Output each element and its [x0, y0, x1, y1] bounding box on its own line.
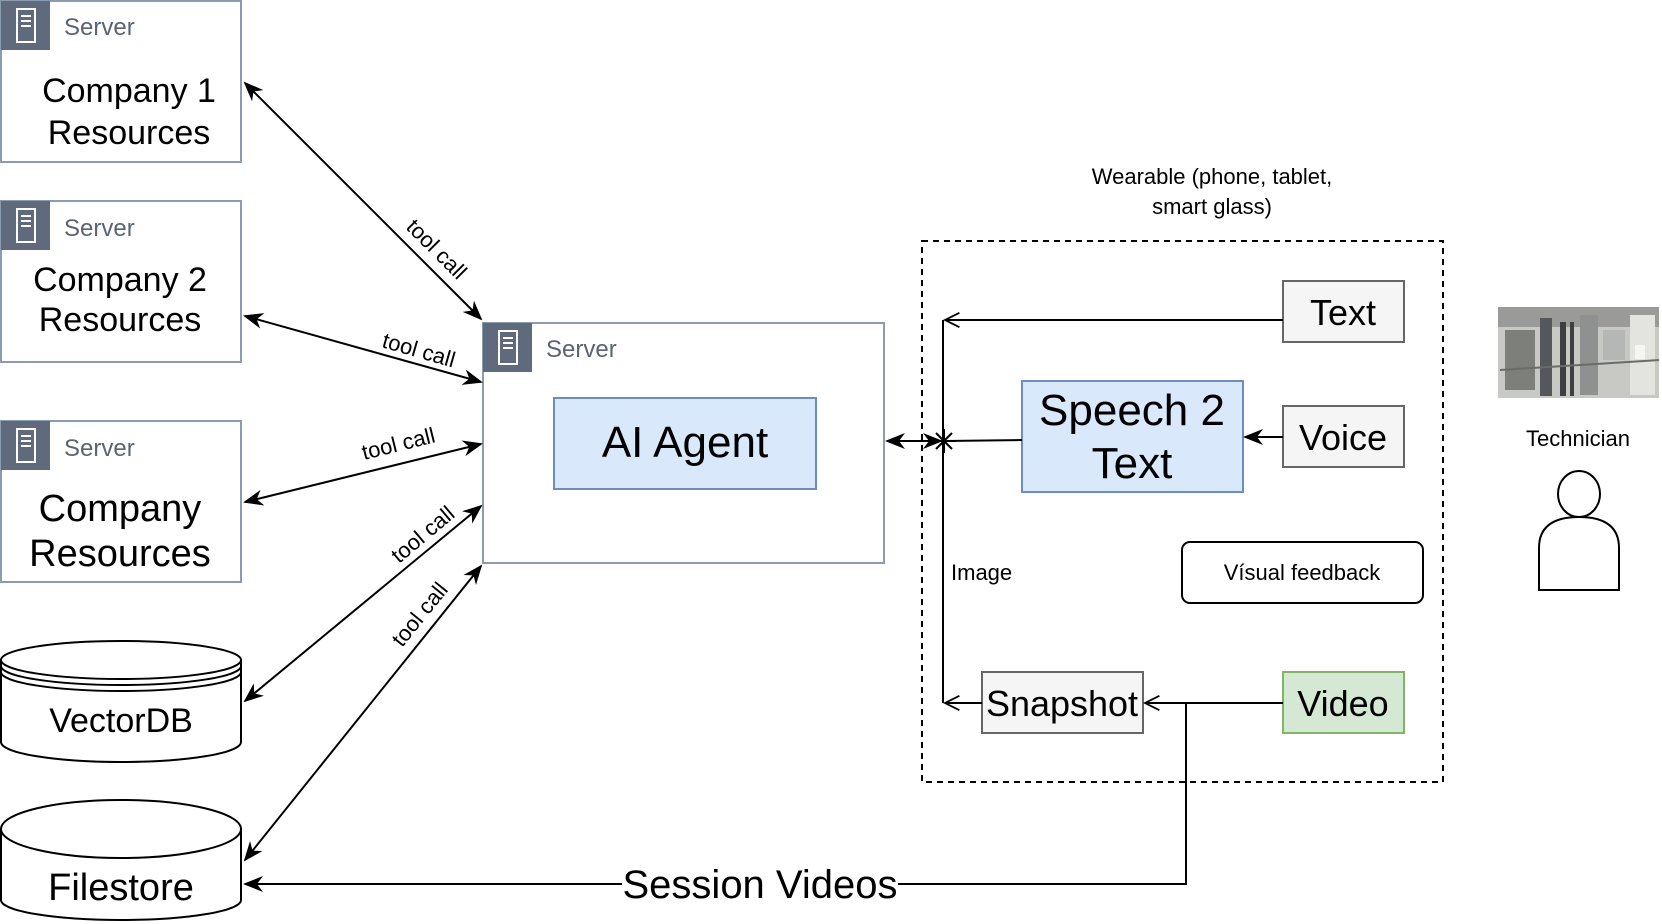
agent-server: Server AI Agent — [482, 322, 885, 564]
visual-feedback-label: Vísual feedback — [1224, 560, 1382, 585]
server-tag: Server — [64, 215, 135, 242]
wearable-connectors: Image — [942, 320, 1283, 703]
server-name-line1: Company 2 — [33, 261, 207, 299]
speech-to-text-line1: Speech 2 — [1039, 386, 1225, 435]
edge-filestore-agent — [243, 564, 483, 862]
video-input-box: Video — [1282, 671, 1405, 734]
wearable-container — [921, 240, 1444, 783]
server-icon — [1, 1, 50, 50]
text-input-box: Text — [1282, 280, 1405, 343]
edge-s2t-to-bus — [944, 439, 1023, 442]
ai-agent-box: AI Agent — [553, 397, 817, 490]
vectordb-label: VectorDB — [49, 702, 193, 740]
server-name-line2: Resources — [39, 301, 202, 339]
video-input-label: Video — [1297, 683, 1388, 724]
edge-server3-agent — [243, 440, 483, 506]
wearable-title-line2: smart glass) — [1152, 194, 1272, 219]
ai-agent-label: AI Agent — [602, 418, 768, 467]
session-videos-label: Session Videos — [623, 863, 898, 907]
server-company-2: Server Company 2 Resources — [0, 200, 242, 363]
agent-wearable-connector — [885, 429, 956, 453]
vectordb-cylinder: VectorDB — [0, 640, 242, 763]
edge-server2-agent — [243, 313, 483, 385]
server-name-line1: Company 1 — [42, 72, 216, 110]
visual-feedback-box: Vísual feedback — [1181, 541, 1424, 604]
server-name-line1: Company — [39, 488, 202, 530]
filestore-cylinder: Filestore — [0, 799, 242, 921]
server-icon — [483, 323, 532, 372]
server-tag: Server — [64, 14, 135, 41]
wearable-title-line1: Wearable (phone, tablet, — [1092, 164, 1333, 189]
technician-label: Technician — [1526, 426, 1630, 451]
server-name-line2: Resources — [48, 114, 211, 152]
image-edge-label: Image — [951, 560, 1012, 585]
tool-call-label: tool call — [386, 501, 459, 568]
technician-photo — [1498, 307, 1660, 398]
person-icon — [1538, 470, 1620, 591]
tool-call-label: tool call — [380, 328, 459, 373]
server-company-1: Server Company 1 Resources — [0, 0, 242, 163]
speech-to-text-box: Speech 2 Text — [1021, 380, 1244, 493]
junction-star-icon — [932, 429, 956, 453]
voice-input-box: Voice — [1282, 405, 1405, 468]
session-videos-connector: Session Videos — [243, 703, 1187, 907]
server-name-line2: Resources — [29, 533, 211, 575]
edge-vectordb-agent — [243, 504, 483, 703]
text-input-label: Text — [1310, 292, 1376, 333]
filestore-label: Filestore — [48, 867, 194, 909]
server-company: Server Company Resources — [0, 420, 242, 583]
tool-call-connectors: tool call tool call tool call tool call … — [243, 81, 483, 862]
snapshot-label: Snapshot — [986, 683, 1138, 724]
snapshot-box: Snapshot — [981, 671, 1144, 734]
server-icon — [1, 421, 50, 470]
server-icon — [1, 201, 50, 250]
server-tag: Server — [546, 336, 617, 363]
speech-to-text-line2: Text — [1092, 439, 1173, 488]
server-tag: Server — [64, 435, 135, 462]
edge-server1-agent — [243, 81, 483, 321]
voice-input-label: Voice — [1299, 417, 1387, 458]
